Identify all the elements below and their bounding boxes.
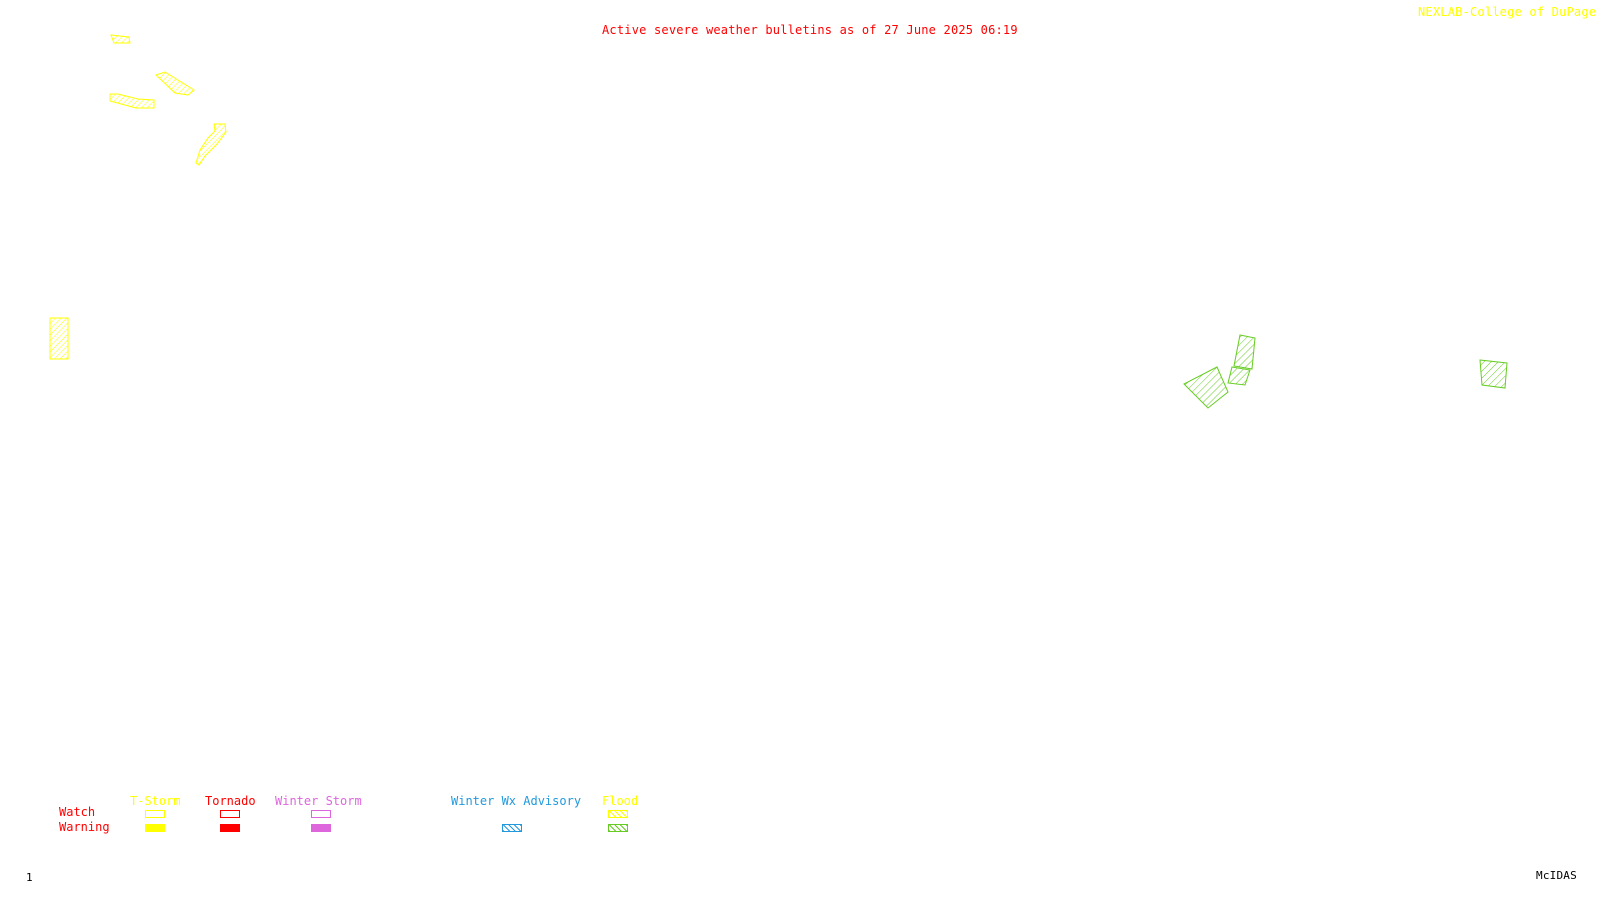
bulletin-area xyxy=(195,123,227,166)
legend-row-warning: Warning xyxy=(59,820,110,834)
legend-header-winter-storm: Winter Storm xyxy=(275,794,362,808)
bulletin-area xyxy=(155,71,195,96)
t-storm-watch-swatch xyxy=(145,810,165,818)
credit-label: NEXLAB-College of DuPage R xyxy=(1418,5,1600,19)
flood-warning-swatch xyxy=(608,824,628,832)
flood-watch-swatch xyxy=(608,810,628,818)
bulletin-area xyxy=(1233,334,1256,370)
t-storm-warning-swatch xyxy=(145,824,165,832)
legend-header-flood: Flood xyxy=(602,794,639,808)
tornado-warning-swatch xyxy=(220,824,240,832)
winter-storm-warning-swatch xyxy=(311,824,331,832)
tornado-watch-swatch xyxy=(220,810,240,818)
bulletin-title: Active severe weather bulletins as of 27… xyxy=(602,23,1018,37)
frame-number: 1 xyxy=(26,871,33,884)
legend-header-t-storm: T-Storm xyxy=(130,794,181,808)
winter-storm-watch-swatch xyxy=(311,810,331,818)
legend-header-tornado: Tornado xyxy=(205,794,256,808)
bulletin-area xyxy=(49,317,69,360)
bulletin-area xyxy=(1479,359,1508,389)
legend-header-winter-wx-advisory: Winter Wx Advisory xyxy=(451,794,582,808)
software-label: McIDAS xyxy=(1536,869,1577,882)
bulletin-area xyxy=(1183,366,1229,409)
bulletin-area xyxy=(109,93,155,109)
bulletin-area xyxy=(1227,366,1251,386)
winter-wx-advisory-swatch xyxy=(502,824,522,832)
legend-row-watch: Watch xyxy=(59,805,96,819)
bulletin-area xyxy=(110,34,131,44)
